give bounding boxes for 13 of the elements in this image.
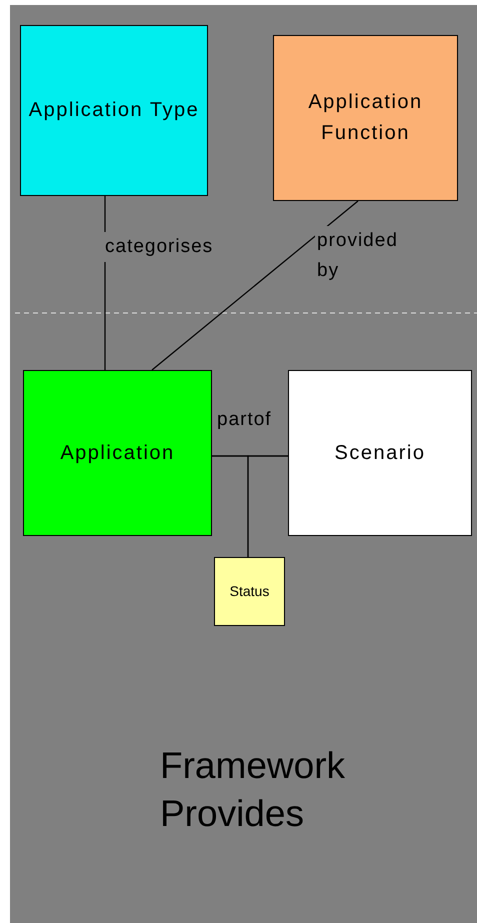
entity-box bbox=[23, 370, 212, 536]
entity-name: Status bbox=[228, 582, 270, 601]
entity-name: Application bbox=[59, 440, 176, 466]
connector-line bbox=[152, 200, 358, 370]
connector-line bbox=[247, 455, 288, 557]
entity-box bbox=[214, 557, 285, 626]
entity-name: Application Type bbox=[28, 98, 200, 123]
entity-name: Application Function bbox=[307, 90, 424, 146]
entity-box bbox=[273, 35, 458, 201]
heading-text: Framework Provides bbox=[160, 744, 346, 836]
entity-box bbox=[20, 25, 208, 196]
entity-box bbox=[288, 370, 472, 536]
entity-name: Scenario bbox=[334, 440, 426, 466]
